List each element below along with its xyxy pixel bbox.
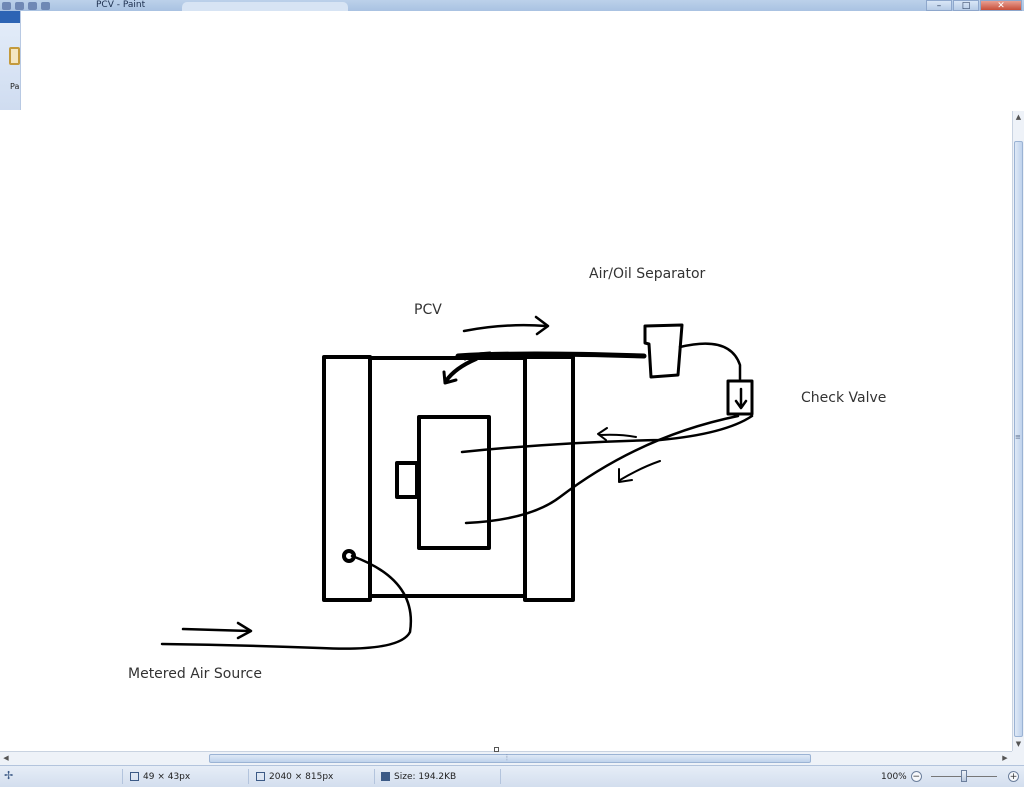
scroll-down-arrow-icon[interactable]: ▼ (1015, 740, 1022, 748)
throttle-tab (395, 461, 419, 499)
zoom-in-button[interactable]: + (1008, 771, 1019, 782)
image-size: 2040 × 815px (256, 766, 333, 787)
file-size: Size: 194.2KB (381, 766, 456, 787)
file-menu-button[interactable] (0, 11, 20, 23)
metered-air-arrow (181, 627, 252, 633)
redo-icon[interactable] (41, 1, 50, 10)
undo-icon[interactable] (28, 1, 37, 10)
status-separator (122, 769, 123, 784)
paint-app-icon[interactable] (2, 1, 11, 10)
ribbon: Pa (0, 11, 21, 110)
status-separator (374, 769, 375, 784)
status-separator (248, 769, 249, 784)
pcv-label: PCV (414, 302, 442, 318)
pcv-flow-arrow (462, 323, 548, 333)
vertical-scroll-thumb[interactable] (1014, 141, 1023, 737)
status-bar: ✢ 49 × 43px 2040 × 815px Size: 194.2KB 1… (0, 765, 1024, 787)
image-size-icon (256, 772, 265, 781)
check-valve-label: Check Valve (801, 390, 887, 406)
horizontal-scroll-thumb[interactable]: ⦙ (209, 753, 811, 763)
scroll-right-arrow-icon[interactable]: ▶ (1002, 754, 1008, 762)
canvas-resize-handle[interactable] (494, 747, 499, 752)
pcv-flow-arrowhead (534, 315, 550, 336)
file-size-value: Size: 194.2KB (394, 771, 457, 782)
selection-size: 49 × 43px (130, 766, 190, 787)
pcv-curve (444, 357, 478, 383)
upper-return-line (460, 414, 754, 454)
move-icon: ✢ (4, 769, 14, 782)
air-oil-separator (643, 323, 684, 379)
engine-block (368, 356, 527, 598)
horizontal-grip-icon: ⦙ (506, 753, 508, 762)
return-arrow-upper (597, 427, 637, 441)
vertical-scrollbar[interactable]: ▲ ≡ ▼ (1012, 111, 1024, 751)
minimize-button[interactable]: – (926, 0, 952, 11)
save-icon[interactable] (15, 1, 24, 10)
paste-icon[interactable] (9, 47, 20, 65)
metered-air-hose (160, 554, 413, 650)
selection-size-value: 49 × 43px (143, 771, 191, 782)
disk-icon (381, 772, 390, 781)
title-tab (182, 2, 348, 11)
zoom-slider-thumb[interactable] (961, 770, 967, 782)
metered-air-arrowhead (236, 621, 253, 640)
selection-size-icon (130, 772, 139, 781)
title-bar: PCV - Paint – □ ✕ (0, 0, 1024, 11)
quick-access-toolbar (2, 0, 50, 11)
check-valve (726, 379, 754, 416)
pcv-hose-inner (463, 351, 492, 361)
return-arrow-lower (618, 460, 661, 483)
engine-left-bank (322, 355, 372, 602)
paste-button-label[interactable]: Pa (10, 82, 20, 91)
throttle-body (417, 415, 491, 550)
window-title: PCV - Paint (96, 0, 146, 10)
metered-air-source-label: Metered Air Source (128, 666, 262, 682)
air-oil-separator-label: Air/Oil Separator (589, 266, 706, 282)
lower-return-line (464, 414, 740, 525)
zoom-out-button[interactable]: − (910, 771, 922, 782)
vertical-grip-icon: ≡ (1015, 433, 1021, 441)
maximize-button[interactable]: □ (953, 0, 979, 11)
status-separator (500, 769, 501, 784)
horizontal-scrollbar[interactable]: ◀ ⦙ ▶ (0, 751, 1012, 765)
zoom-value: 100% (881, 771, 907, 782)
window-controls: – □ ✕ (926, 0, 1022, 11)
pcv-arrowhead (442, 370, 458, 385)
separator-hose (678, 342, 742, 381)
zoom-in: + (1008, 766, 1019, 787)
check-valve-arrow (734, 387, 748, 410)
zoom-level: 100% − (881, 766, 922, 787)
scroll-left-arrow-icon[interactable]: ◀ (3, 754, 9, 762)
image-size-value: 2040 × 815px (269, 771, 334, 782)
engine-right-bank (523, 355, 575, 602)
scroll-corner (1012, 751, 1024, 765)
close-button[interactable]: ✕ (980, 0, 1022, 11)
scroll-up-arrow-icon[interactable]: ▲ (1015, 113, 1022, 121)
